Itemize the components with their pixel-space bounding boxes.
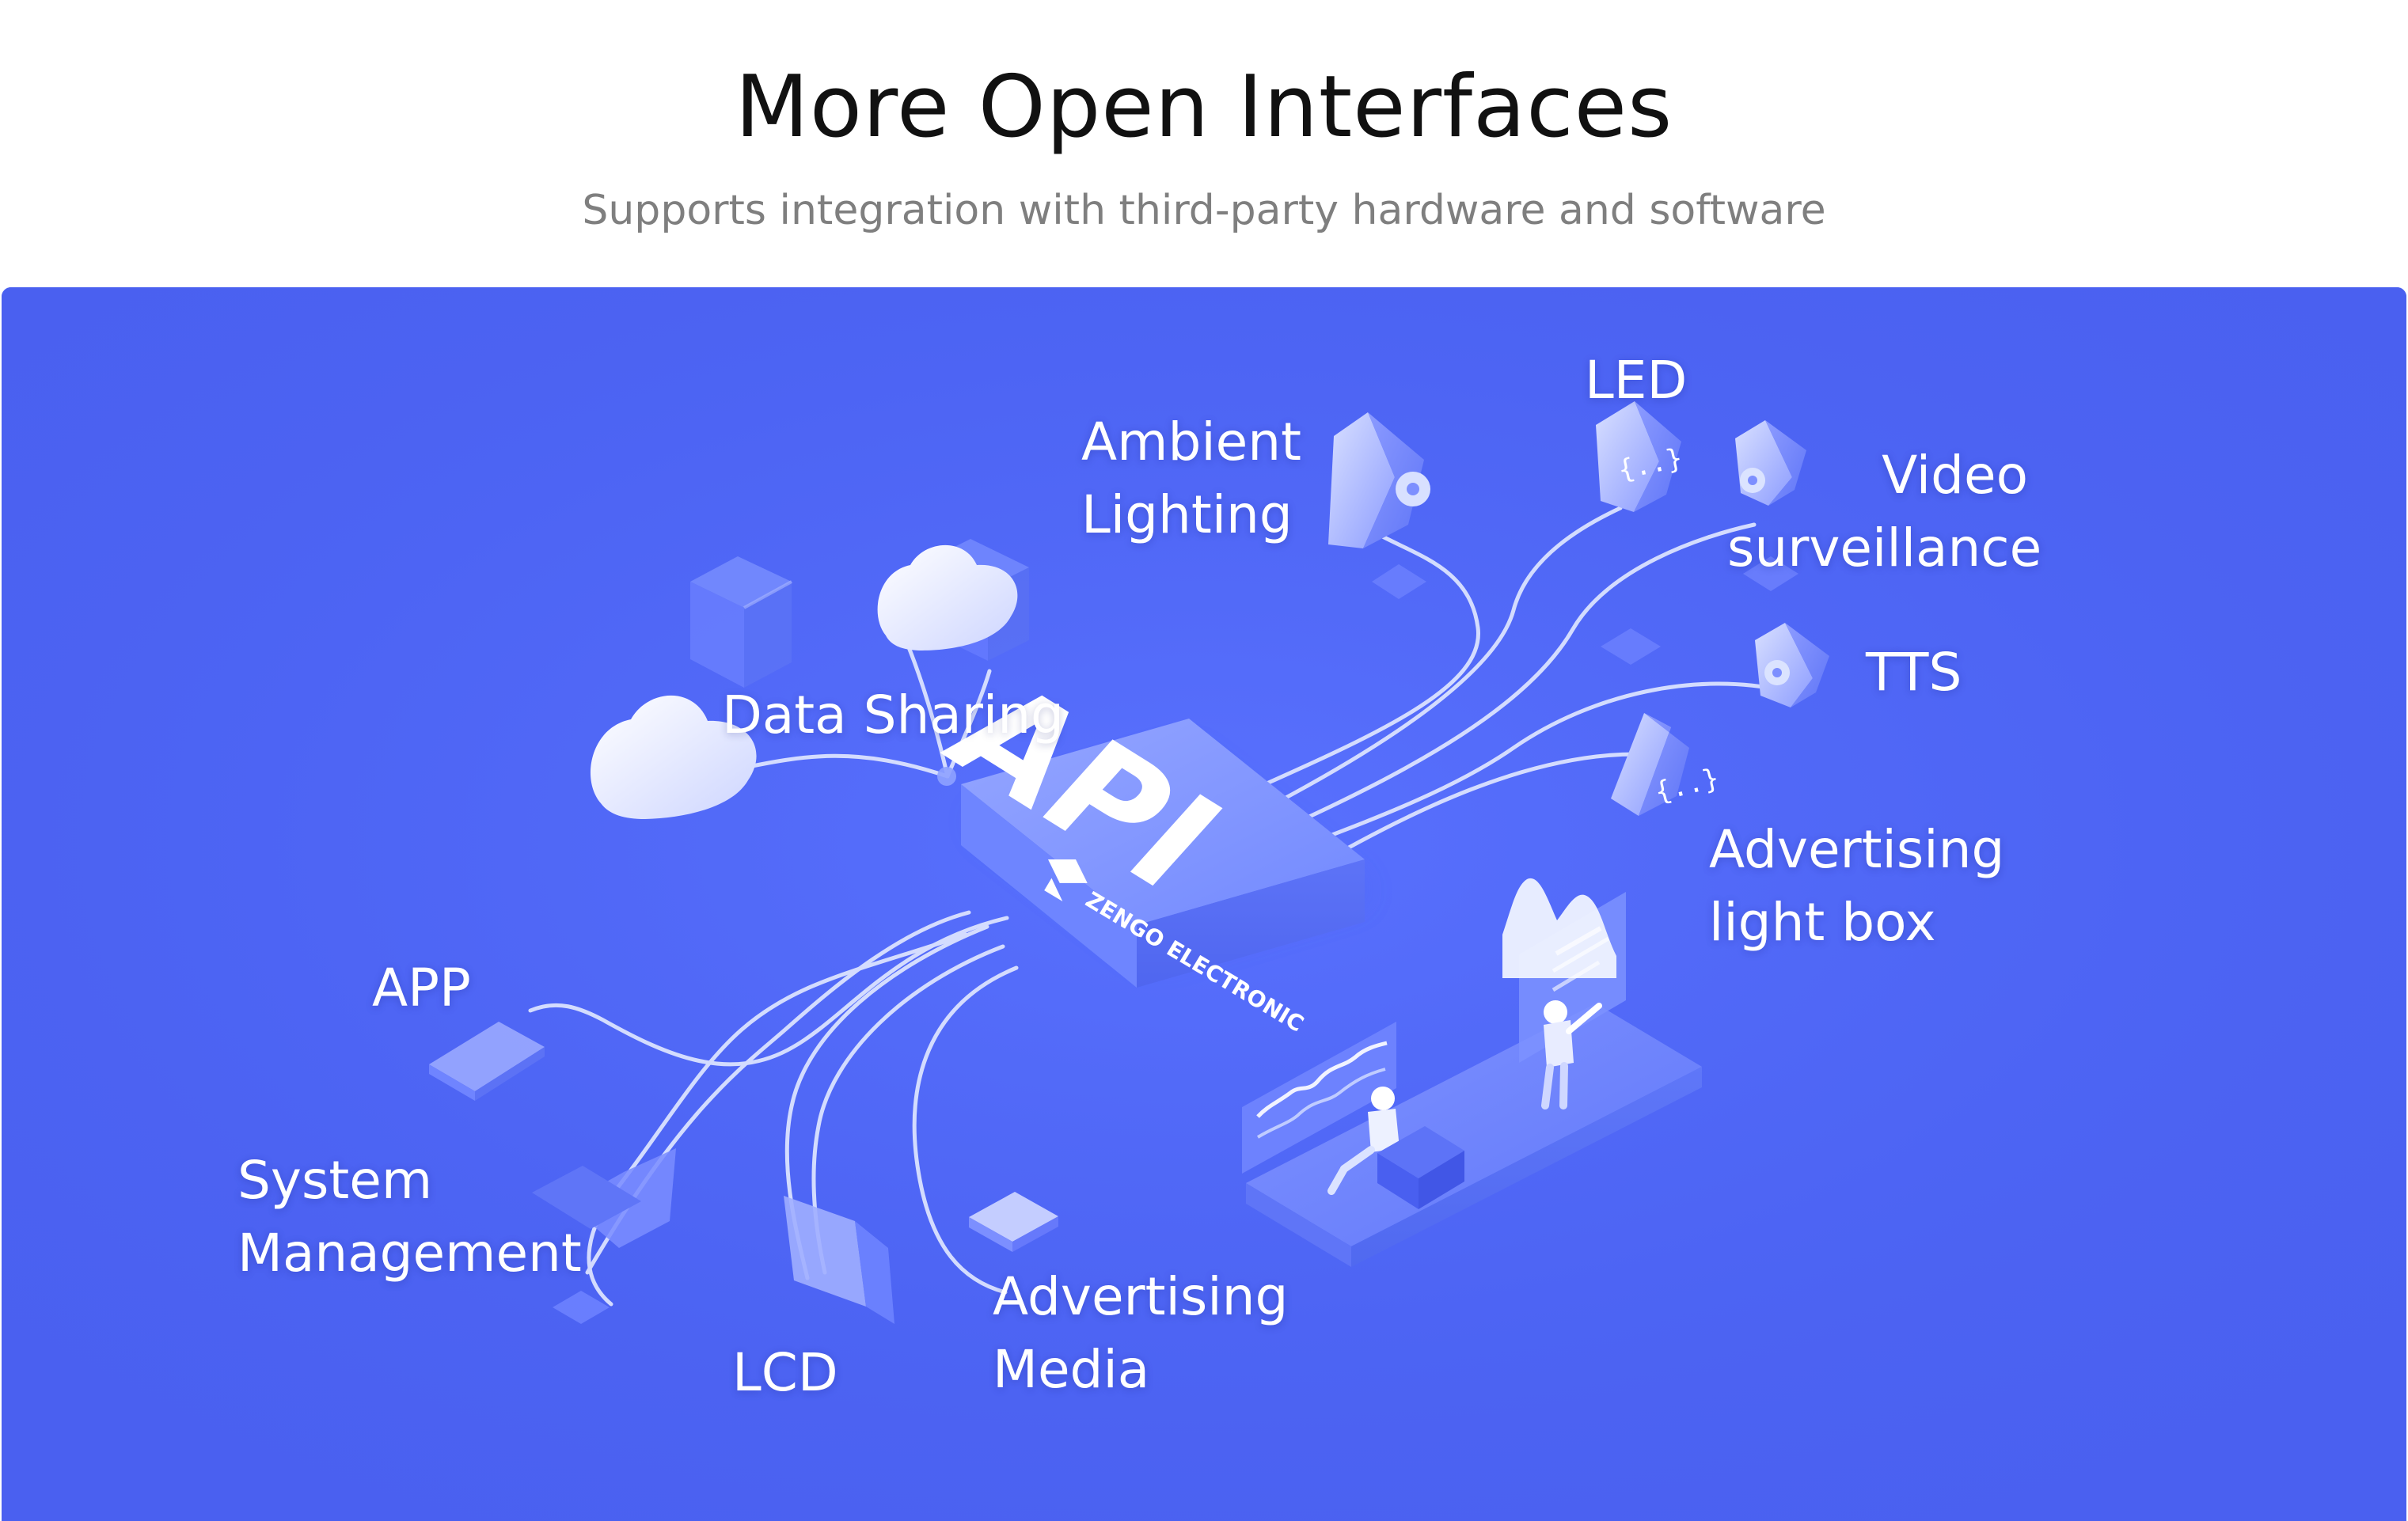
- person-arm: [1566, 1003, 1602, 1034]
- cloud-icon-left: [590, 695, 757, 819]
- sitting-leg: [1340, 1146, 1375, 1173]
- laptop-base: [532, 1166, 641, 1229]
- sitting-leg-lower: [1327, 1165, 1348, 1195]
- gear-center-tts: [1772, 668, 1782, 677]
- screen-bar-1: [1555, 926, 1602, 956]
- cloud-left: [590, 695, 757, 819]
- label-video-surveillance: Video surveillance: [1727, 445, 2042, 578]
- video-surveillance-device: [1735, 420, 1806, 591]
- stage-left-side: [1246, 1183, 1351, 1267]
- mountain-chart-icon: [1502, 878, 1616, 978]
- stage-right-side: [1351, 1067, 1702, 1267]
- lcd-side: [855, 1221, 894, 1324]
- advertising-media-device: [969, 1192, 1058, 1252]
- media-device-side: [969, 1217, 1012, 1252]
- cloud-top: [877, 544, 1018, 651]
- sitting-body: [1368, 1109, 1400, 1152]
- video-surveillance-line: [1262, 522, 1757, 840]
- presentation-stage: [1242, 878, 1702, 1267]
- label-system-management: System Management: [237, 1150, 582, 1284]
- person-leg-left: [1541, 1064, 1554, 1109]
- screen-bar-3: [1552, 960, 1601, 992]
- label-advertising-media: Advertising Media: [993, 1266, 1289, 1400]
- tts-line: [1280, 681, 1787, 856]
- interface-illustration: API ZENGO ELECTRONIC {..}: [2, 287, 2406, 1521]
- lightbox-device-side: [1639, 713, 1689, 816]
- data-sharing-line-2: [906, 645, 950, 779]
- data-sharing-group: [590, 539, 1029, 819]
- label-ambient-lighting: Ambient Lighting: [1081, 412, 1301, 545]
- sitting-head: [1371, 1087, 1395, 1110]
- system-management-line: [587, 932, 968, 1307]
- led-device-panel: [1596, 401, 1659, 512]
- media-device-side-right: [1012, 1216, 1058, 1252]
- page-header: More Open Interfaces Supports integratio…: [0, 0, 2408, 285]
- ambient-tile: [1372, 564, 1426, 599]
- chip-top: [961, 719, 1365, 925]
- gear-center: [1407, 483, 1419, 495]
- tts-device-side: [1785, 623, 1829, 707]
- chip-right-side: [1137, 859, 1365, 988]
- lcd-screen: [784, 1196, 866, 1307]
- led-line: [1246, 506, 1623, 820]
- stage-screen-left: [1242, 1022, 1396, 1174]
- person-leg-right: [1559, 1062, 1568, 1109]
- screen-bar-2: [1552, 936, 1610, 973]
- label-lcd: LCD: [732, 1342, 838, 1403]
- label-data-sharing: Data Sharing: [722, 685, 1064, 745]
- ambient-device-side: [1363, 412, 1424, 548]
- data-sharing-line-3: [945, 669, 992, 779]
- person-sitting: [1327, 1087, 1464, 1209]
- lcd-device: [784, 1196, 894, 1324]
- data-sharing-line: [731, 753, 950, 779]
- ambient-device-panel: [1328, 412, 1395, 548]
- server-right-side: [744, 582, 792, 688]
- advertising-media-line: [912, 965, 1019, 1295]
- lightbox-tile: [1601, 628, 1661, 665]
- tts-device: [1755, 623, 1829, 707]
- stage-top: [1246, 1003, 1702, 1246]
- video-device-side: [1765, 420, 1806, 506]
- interface-diagram-panel: API ZENGO ELECTRONIC {..}: [2, 287, 2406, 1521]
- seat-box-front: [1377, 1153, 1419, 1209]
- server-highlight: [743, 580, 792, 609]
- server-left-side: [690, 582, 744, 688]
- label-app: APP: [372, 958, 471, 1018]
- media-device-top: [969, 1192, 1058, 1242]
- data-node: [937, 767, 956, 786]
- logo-arrow-tail-icon: [1044, 878, 1063, 902]
- app-phone-side-right: [475, 1047, 545, 1101]
- label-advertising-light-box: Advertising light box: [1709, 819, 2005, 953]
- gear-center-video: [1748, 476, 1757, 485]
- app-device: [429, 1022, 545, 1101]
- system-management-device: [532, 1148, 676, 1324]
- page-subtitle: Supports integration with third-party ha…: [582, 187, 1826, 234]
- person-head: [1544, 1000, 1567, 1024]
- ambient-lighting-line: [1232, 530, 1480, 800]
- cloud-icon: [877, 544, 1018, 651]
- app-phone-top: [429, 1022, 545, 1091]
- ambient-lighting-device: [1328, 412, 1430, 599]
- video-tile: [1743, 556, 1798, 591]
- lightbox-device-panel: [1611, 713, 1671, 816]
- chart-line-2: [1256, 1068, 1386, 1139]
- app-phone-side: [429, 1064, 475, 1101]
- seat-box-side: [1419, 1151, 1464, 1209]
- management-tile: [553, 1291, 610, 1324]
- label-led: LED: [1585, 350, 1688, 411]
- chart-line-1: [1256, 1041, 1388, 1118]
- app-line: [528, 916, 1009, 1067]
- seat-box-top: [1377, 1126, 1464, 1178]
- label-tts: TTS: [1866, 642, 1962, 703]
- page-title: More Open Interfaces: [735, 58, 1673, 157]
- person-standing: [1541, 1000, 1602, 1109]
- advertising-lightbox-device: {..}: [1601, 628, 1722, 816]
- led-device-side: [1634, 401, 1681, 512]
- logo-arrow-icon: [1048, 859, 1088, 883]
